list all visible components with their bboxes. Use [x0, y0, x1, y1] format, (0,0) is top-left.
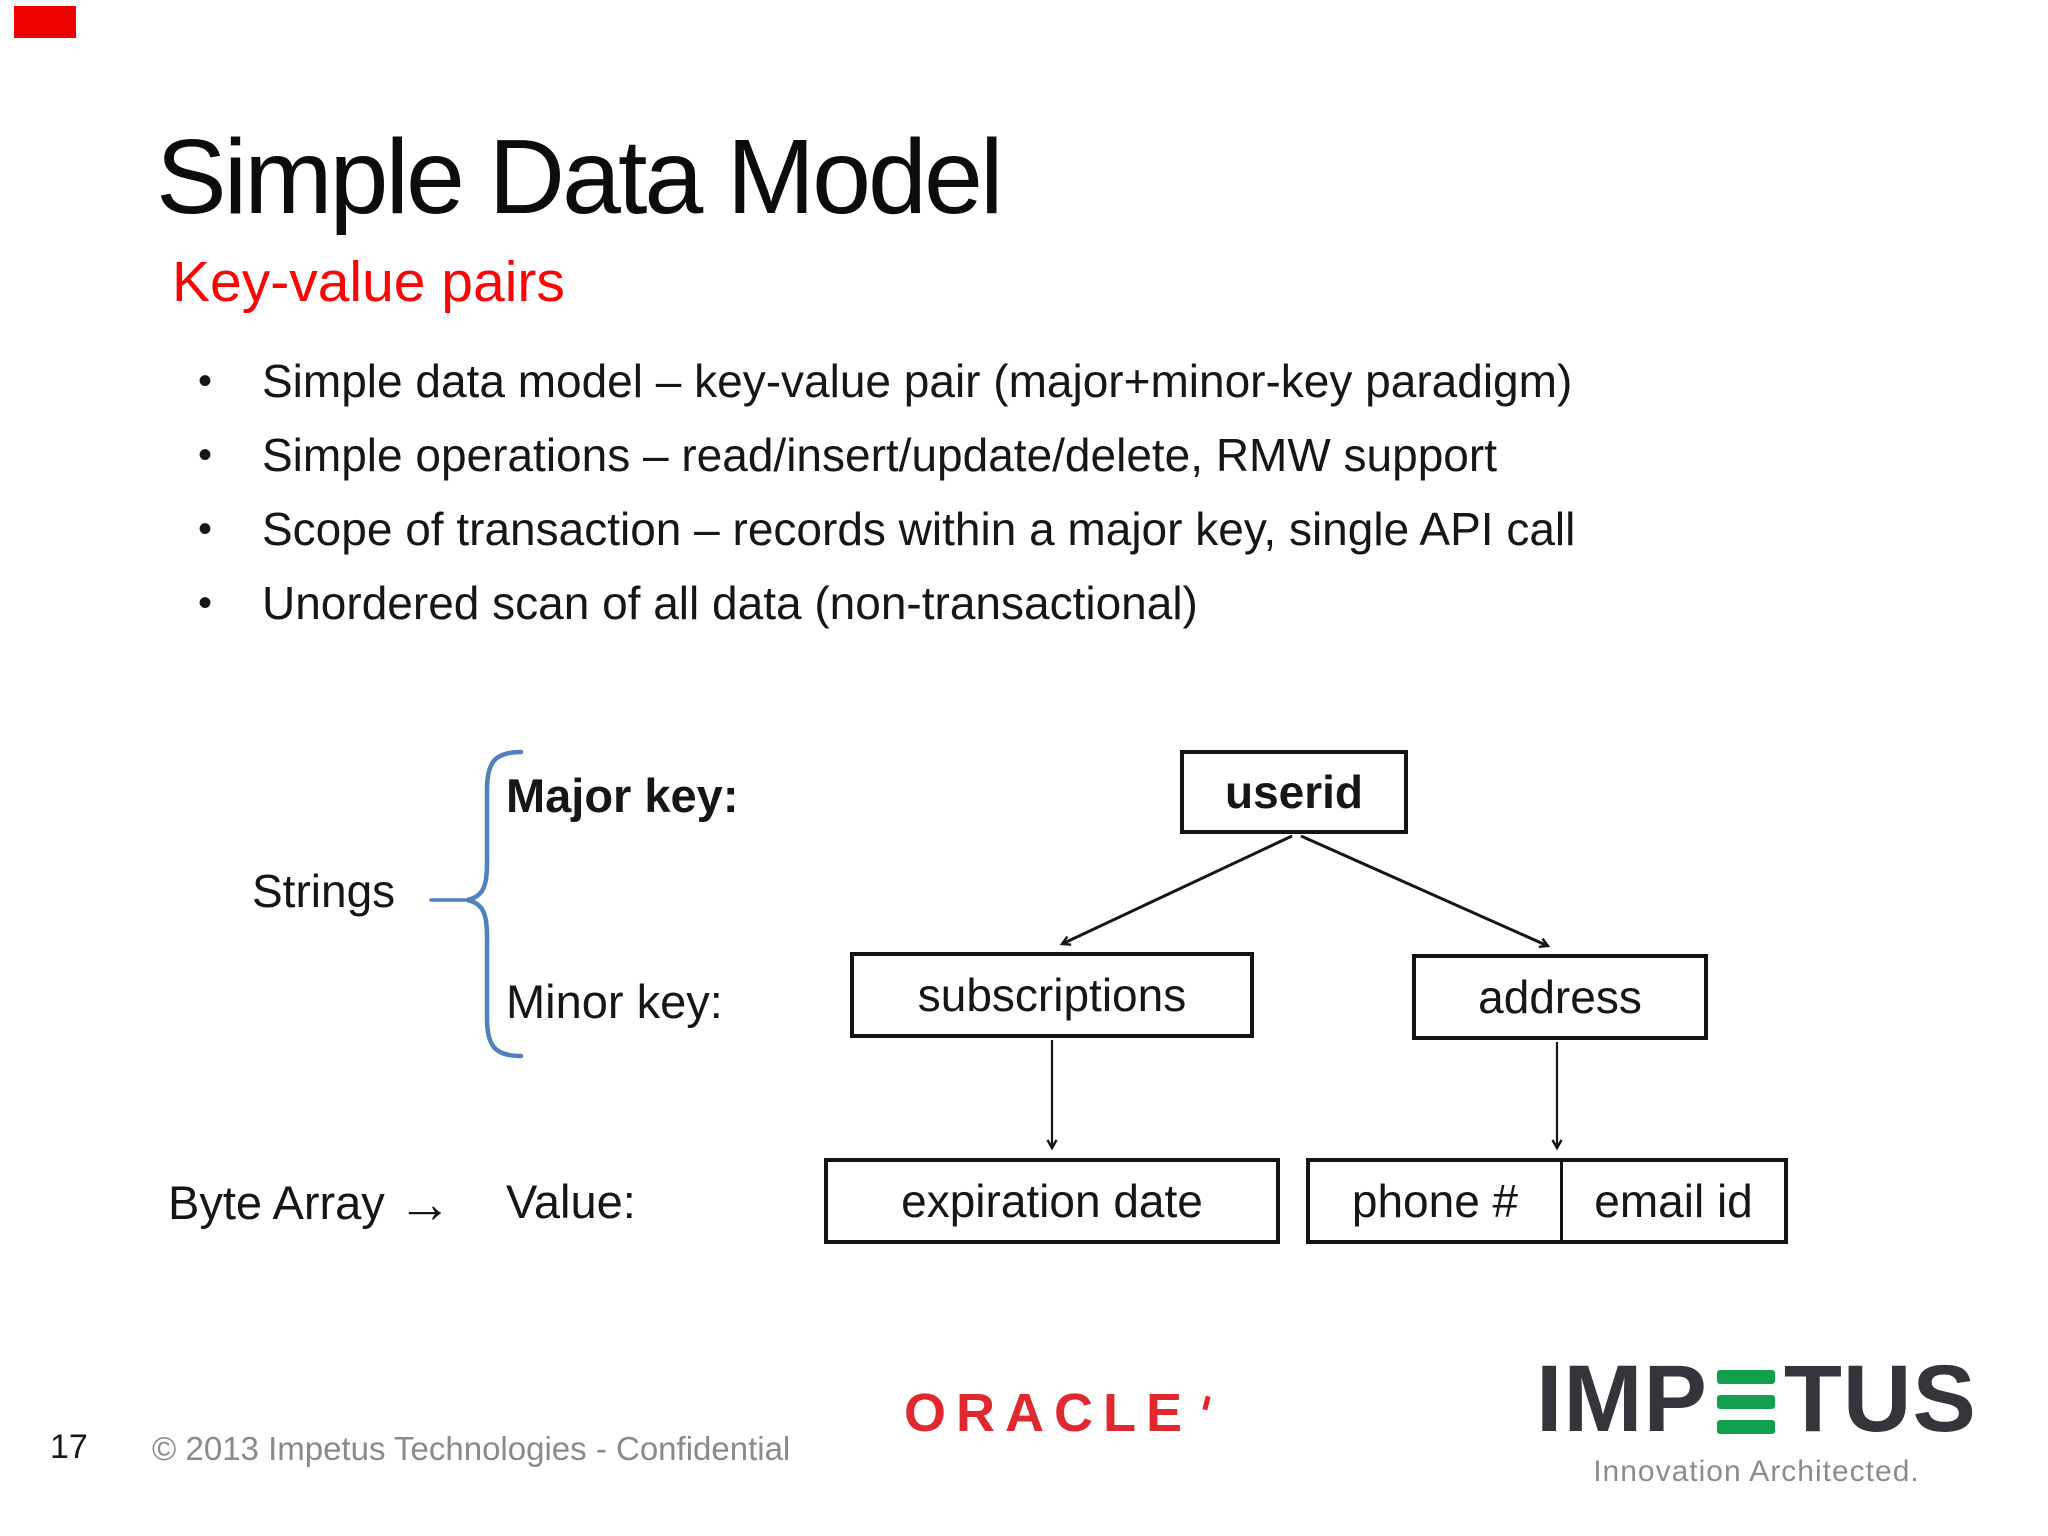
bullet-item: • Unordered scan of all data (non-transa…: [198, 580, 1918, 627]
major-key-label: Major key:: [506, 769, 739, 822]
bullet-text: Simple operations – read/insert/update/d…: [262, 429, 1497, 481]
bullet-item: • Simple data model – key-value pair (ma…: [198, 358, 1918, 405]
node-userid: userid: [1180, 750, 1408, 834]
impetus-wordmark: IMP TUS: [1536, 1352, 1977, 1447]
bullet-text: Scope of transaction – records within a …: [262, 503, 1576, 555]
bullet-list: • Simple data model – key-value pair (ma…: [198, 358, 1918, 654]
edge-userid-to-address: [1300, 834, 1551, 949]
value-label: Value:: [506, 1175, 636, 1228]
impetus-logo-imp: IMP: [1536, 1346, 1708, 1452]
node-phone: phone #: [1310, 1162, 1563, 1240]
node-phone-email-pair: phone # email id: [1306, 1158, 1788, 1244]
node-expiration-date: expiration date: [824, 1158, 1280, 1244]
impetus-logo-tus: TUS: [1783, 1346, 1977, 1452]
bullet-text: Unordered scan of all data (non-transact…: [262, 577, 1198, 629]
node-address: address: [1412, 954, 1708, 1040]
impetus-tagline: Innovation Architected.: [1593, 1455, 1920, 1488]
bullet-dot-icon: •: [198, 581, 213, 625]
copyright-text: © 2013 Impetus Technologies - Confidenti…: [152, 1430, 791, 1467]
impetus-logo: IMP TUS Innovation Architected.: [1536, 1352, 1977, 1489]
page-subtitle: Key-value pairs: [172, 250, 565, 314]
page-title: Simple Data Model: [156, 118, 1004, 236]
edge-userid-to-subscriptions: [1059, 834, 1293, 946]
bullet-dot-icon: •: [198, 359, 213, 403]
minor-key-label: Minor key:: [506, 975, 723, 1028]
oracle-logo: ORACLE: [904, 1383, 1192, 1443]
impetus-e-bars-icon: [1716, 1369, 1775, 1434]
strings-label: Strings: [252, 865, 396, 917]
byte-array-text: Byte Array: [168, 1176, 385, 1229]
bullet-item: • Scope of transaction – records within …: [198, 506, 1918, 553]
right-arrow-icon: →: [397, 1174, 452, 1234]
bullet-item: • Simple operations – read/insert/update…: [198, 432, 1918, 479]
node-subscriptions: subscriptions: [850, 952, 1254, 1038]
node-email-id: email id: [1594, 1175, 1753, 1227]
bullet-text: Simple data model – key-value pair (majo…: [262, 355, 1573, 407]
red-corner-mark: [14, 6, 76, 38]
bullet-dot-icon: •: [198, 507, 213, 551]
oracle-registered-mark: [1202, 1395, 1211, 1411]
page-number: 17: [50, 1428, 88, 1466]
bullet-dot-icon: •: [198, 433, 213, 477]
byte-array-label: Byte Array →: [168, 1174, 452, 1231]
